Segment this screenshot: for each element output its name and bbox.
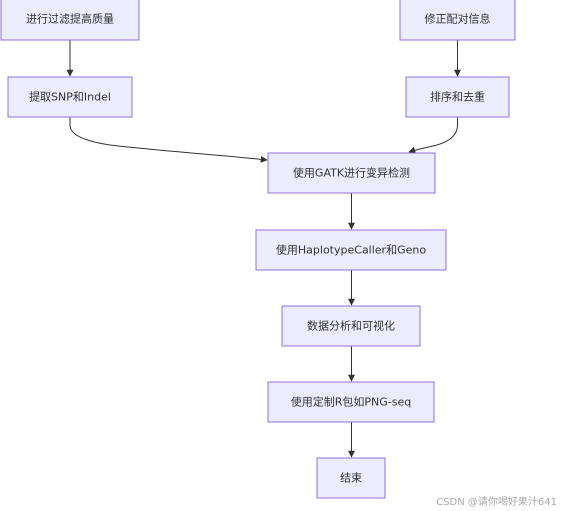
node-gatk: 使用GATK进行变异检测 [267, 152, 436, 194]
node-filter: 进行过滤提高质量 [0, 0, 140, 41]
edge-sortdup-to-gatk [408, 117, 458, 154]
node-end: 结束 [316, 457, 386, 499]
node-label: 数据分析和可视化 [307, 319, 395, 333]
node-correct: 修正配对信息 [399, 0, 516, 41]
node-haplo: 使用HaplotypeCaller和Geno [255, 229, 447, 271]
edge-extract-to-gatk [69, 117, 268, 163]
node-extract: 提取SNP和Indel [7, 76, 133, 118]
node-box [0, 0, 140, 41]
node-label: 使用HaplotypeCaller和Geno [276, 244, 426, 257]
node-box [7, 76, 133, 118]
node-label: 进行过滤提高质量 [26, 12, 114, 26]
node-box [255, 229, 447, 271]
node-label: 使用GATK进行变异检测 [293, 166, 410, 180]
node-box [399, 0, 516, 41]
node-box [405, 76, 510, 118]
node-sortdup: 排序和去重 [405, 76, 510, 118]
node-label: 排序和去重 [430, 90, 485, 104]
node-box [316, 457, 386, 499]
node-rpkg: 使用定制R包如PNG-seq [267, 381, 435, 423]
node-box [267, 152, 436, 194]
node-box [267, 381, 435, 423]
node-label: 修正配对信息 [425, 12, 491, 26]
node-label: 使用定制R包如PNG-seq [291, 395, 411, 409]
edges [66, 40, 461, 458]
node-label: 提取SNP和Indel [29, 91, 111, 104]
node-label: 结束 [340, 472, 362, 485]
node-box [281, 305, 421, 347]
node-analysis: 数据分析和可视化 [281, 305, 421, 347]
watermark: CSDN @请你喝好果汁641 [436, 497, 557, 508]
